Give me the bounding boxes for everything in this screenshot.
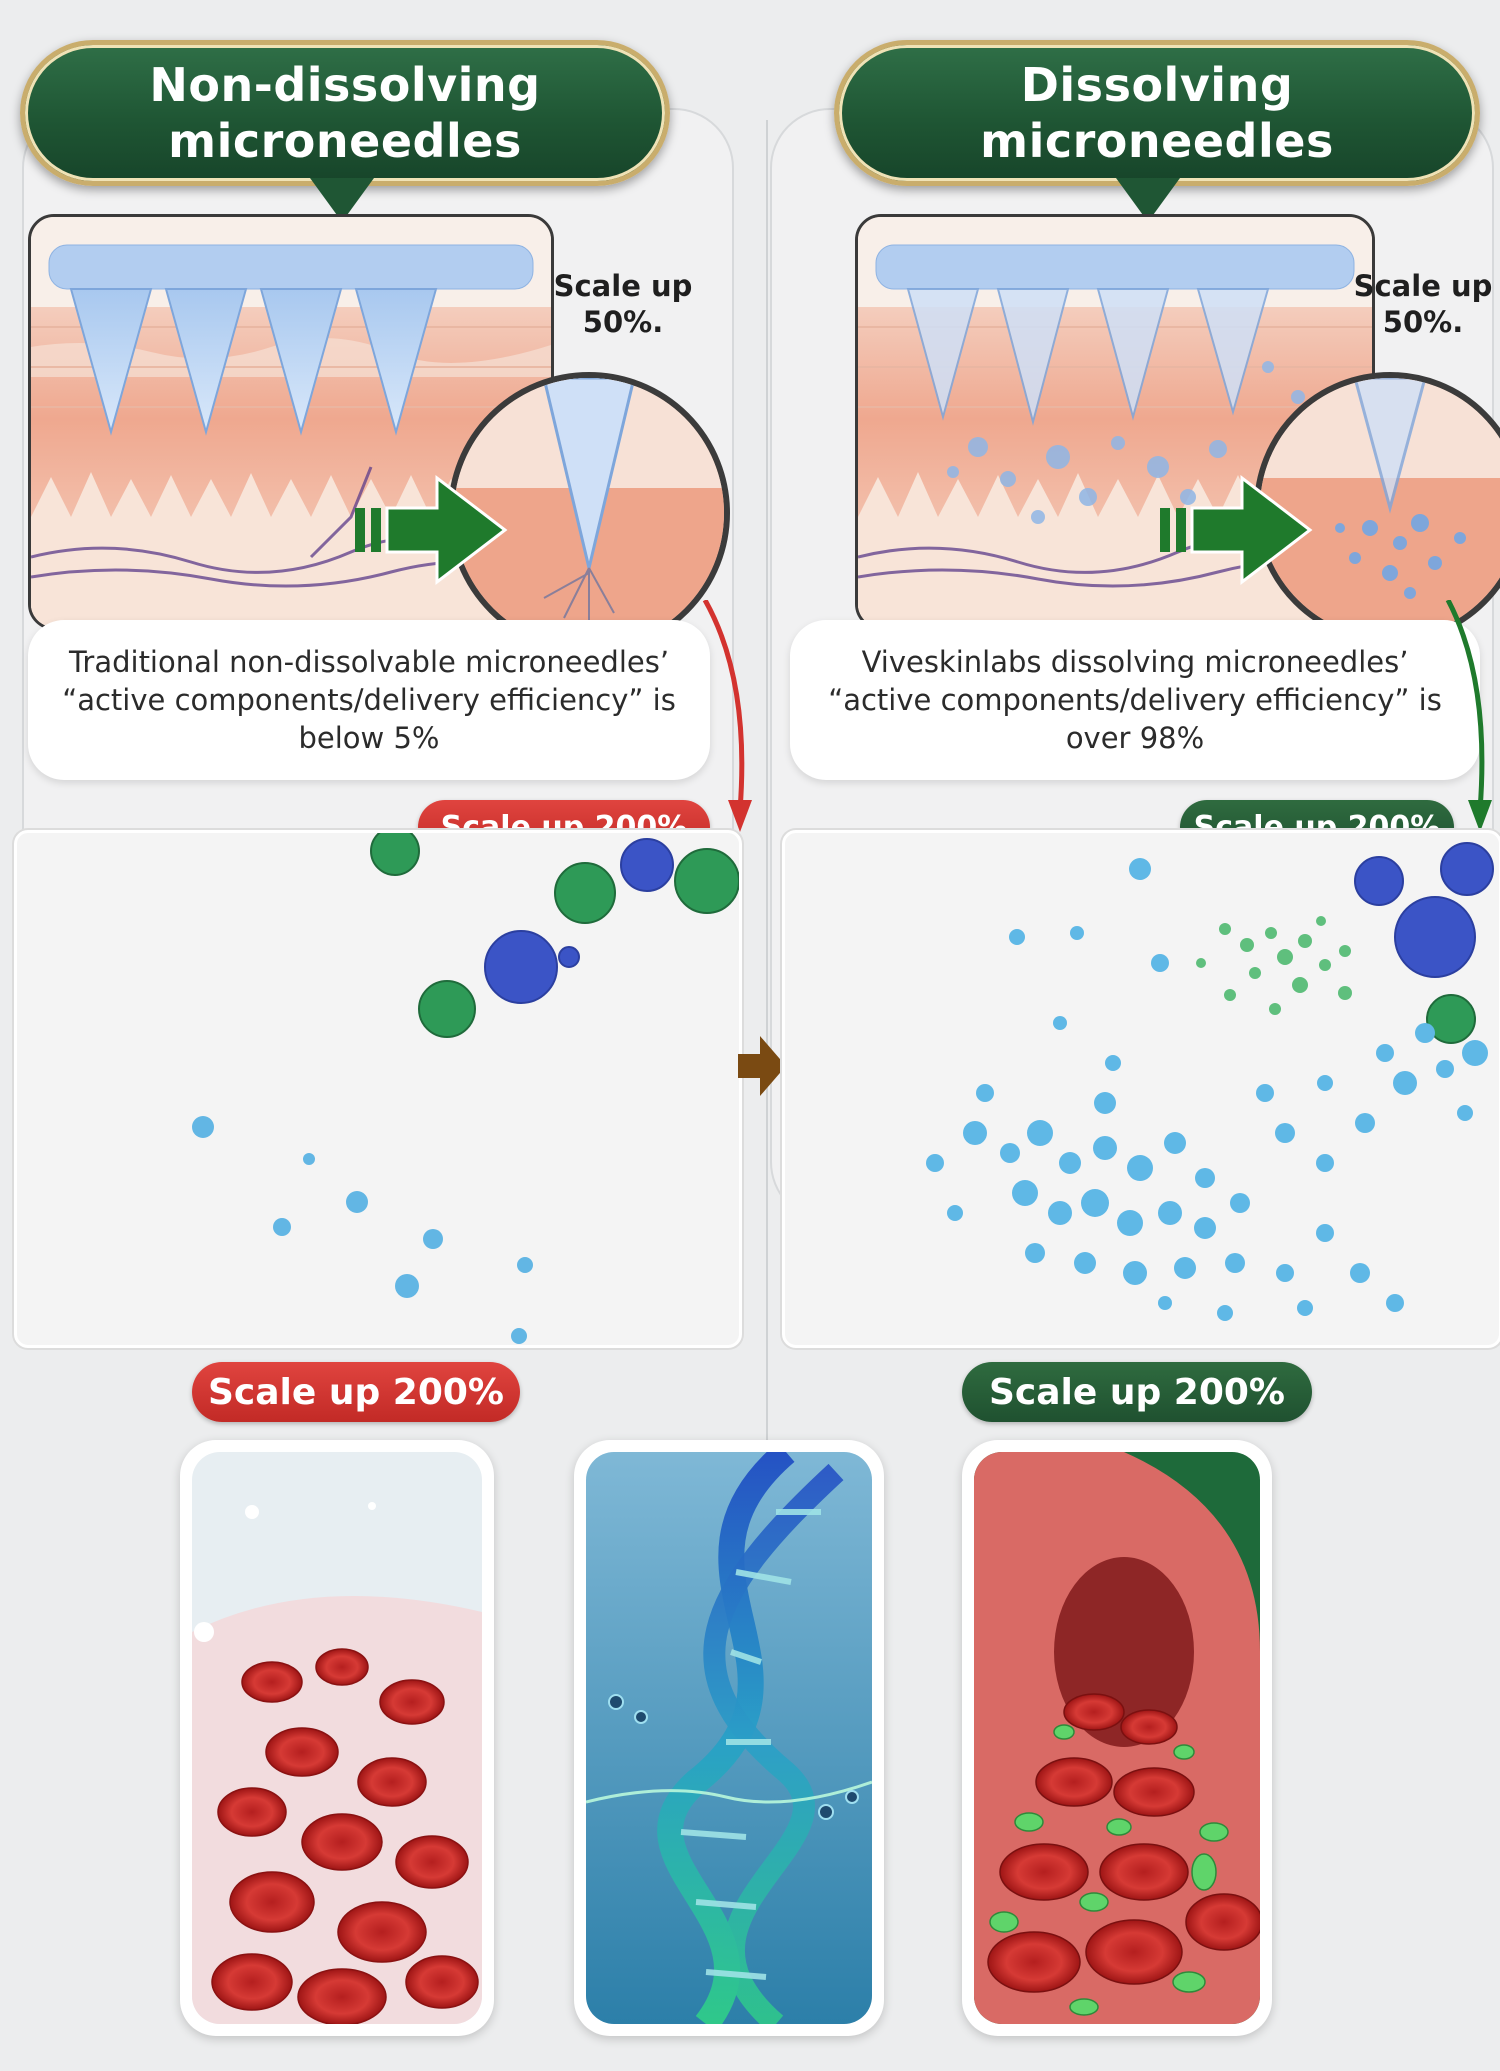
- left-green-arrow-icon: [355, 474, 508, 586]
- left-scale-up-50: Scale up 50%.: [553, 269, 693, 339]
- left-title-pill: Non-dissolving microneedles: [20, 40, 670, 186]
- left-zoom-circle: [448, 372, 730, 654]
- right-caption-box: Viveskinlabs dissolving microneedles’ “a…: [790, 620, 1480, 780]
- blood-cells-card: [180, 1440, 494, 2036]
- right-caption: Viveskinlabs dissolving microneedles’ “a…: [828, 645, 1442, 755]
- right-scale-up-50: Scale up 50%.: [1353, 269, 1493, 339]
- right-title: Dissolving microneedles: [980, 58, 1334, 168]
- left-caption: Traditional non-dissolvable microneedles…: [62, 645, 676, 755]
- blood-vessel-card: [962, 1440, 1272, 2036]
- left-particles: [192, 833, 739, 1344]
- right-green-arrow-icon: [1160, 474, 1313, 586]
- dna-helix-image: [586, 1452, 872, 2024]
- left-red-curve-arrow: [702, 600, 752, 832]
- left-particle-panel: [14, 830, 742, 1348]
- right-green-curve-arrow: [1445, 600, 1492, 832]
- right-particles: [926, 842, 1494, 1321]
- right-title-pill: Dissolving microneedles: [834, 40, 1480, 186]
- left-title: Non-dissolving microneedles: [149, 58, 541, 168]
- red-blood-cells-image: [192, 1452, 482, 2024]
- left-bottom-badge: Scale up 200%: [192, 1362, 520, 1422]
- dna-card: [574, 1440, 884, 2036]
- left-caption-box: Traditional non-dissolvable microneedles…: [28, 620, 710, 780]
- blood-vessel-image: [974, 1452, 1260, 2024]
- center-brown-arrow-icon: [738, 1036, 786, 1096]
- right-particle-panel: [782, 830, 1500, 1348]
- right-bottom-badge: Scale up 200%: [962, 1362, 1312, 1422]
- needle-group: [69, 288, 438, 436]
- column-divider: [766, 120, 768, 1450]
